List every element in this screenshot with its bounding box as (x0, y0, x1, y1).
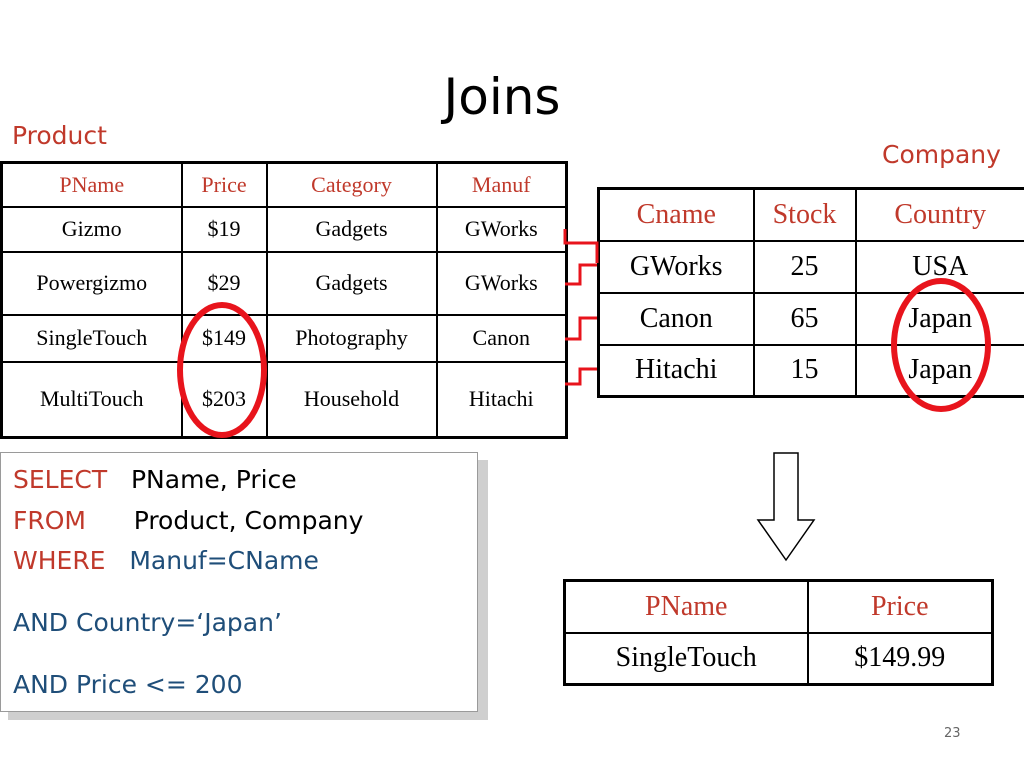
table-cell: Hitachi (597, 343, 755, 398)
result-table: PName Price SingleTouch $149.99 (563, 579, 994, 686)
down-arrow-icon (756, 452, 816, 562)
table-row: MultiTouch $203 Household Hitachi (0, 360, 568, 439)
table-cell: 25 (752, 239, 857, 294)
product-header-manuf: Manuf (435, 161, 568, 208)
join-connector-gworks-1 (563, 229, 599, 263)
table-cell: Canon (597, 291, 755, 346)
table-cell: 15 (752, 343, 857, 398)
table-cell: Canon (435, 313, 568, 363)
table-row: SingleTouch $149 Photography Canon (0, 313, 568, 363)
company-header-country: Country (854, 187, 1024, 242)
table-cell: Gizmo (0, 205, 183, 253)
select-columns: PName, Price (130, 465, 297, 494)
table-cell: 65 (752, 291, 857, 346)
table-cell: Japan (854, 291, 1024, 346)
query-select-line: SELECT PName, Price (13, 465, 297, 494)
from-keyword: FROM (13, 506, 86, 535)
country-highlight-circle (891, 278, 991, 412)
query-and-price: AND Price <= 200 (13, 670, 243, 699)
table-cell: GWorks (435, 205, 568, 253)
product-header-row: PName Price Category Manuf (0, 161, 568, 208)
slide-title: Joins (443, 68, 561, 126)
join-connector-gworks-2 (565, 263, 597, 286)
company-header-stock: Stock (752, 187, 857, 242)
table-cell: Photography (265, 313, 438, 363)
result-header-pname: PName (563, 579, 809, 634)
join-connector-hitachi (565, 367, 597, 386)
product-table-label: Product (12, 121, 107, 150)
table-row: Powergizmo $29 Gadgets GWorks (0, 250, 568, 316)
product-table: PName Price Category Manuf Gizmo $19 Gad… (0, 161, 568, 439)
product-header-price: Price (180, 161, 268, 208)
where-condition: Manuf=CName (129, 546, 319, 575)
table-cell: GWorks (435, 250, 568, 316)
table-cell: Japan (854, 343, 1024, 398)
sql-query-box: SELECT PName, Price FROM Product, Compan… (0, 452, 478, 712)
table-cell: GWorks (597, 239, 755, 294)
table-row: GWorks 25 USA (597, 239, 1024, 294)
company-table-label: Company (882, 140, 1001, 169)
select-keyword: SELECT (13, 465, 108, 494)
company-header-row: Cname Stock Country (597, 187, 1024, 242)
table-row: Canon 65 Japan (597, 291, 1024, 346)
table-cell: $203 (180, 360, 268, 439)
query-where-line: WHERE Manuf=CName (13, 546, 319, 575)
where-keyword: WHERE (13, 546, 106, 575)
table-cell: $19 (180, 205, 268, 253)
table-cell: MultiTouch (0, 360, 183, 439)
product-header-category: Category (265, 161, 438, 208)
from-tables: Product, Company (133, 506, 364, 535)
table-cell: Powergizmo (0, 250, 183, 316)
product-header-pname: PName (0, 161, 183, 208)
table-cell: Household (265, 360, 438, 439)
result-header-row: PName Price (563, 579, 994, 634)
table-cell: $149.99 (806, 631, 994, 686)
table-row: Hitachi 15 Japan (597, 343, 1024, 398)
table-cell: Gadgets (265, 250, 438, 316)
table-cell: USA (854, 239, 1024, 294)
query-and-country: AND Country=‘Japan’ (13, 608, 282, 637)
table-cell: Hitachi (435, 360, 568, 439)
query-from-line: FROM Product, Company (13, 506, 363, 535)
result-header-price: Price (806, 579, 994, 634)
table-row: SingleTouch $149.99 (563, 631, 994, 686)
table-cell: SingleTouch (563, 631, 809, 686)
table-cell: Gadgets (265, 205, 438, 253)
join-connectors (563, 229, 599, 386)
page-number: 23 (944, 726, 961, 741)
price-highlight-circle (177, 302, 267, 438)
table-row: Gizmo $19 Gadgets GWorks (0, 205, 568, 253)
table-cell: SingleTouch (0, 313, 183, 363)
company-header-cname: Cname (597, 187, 755, 242)
company-table: Cname Stock Country GWorks 25 USA Canon … (597, 187, 1024, 398)
join-connector-canon (565, 316, 597, 341)
